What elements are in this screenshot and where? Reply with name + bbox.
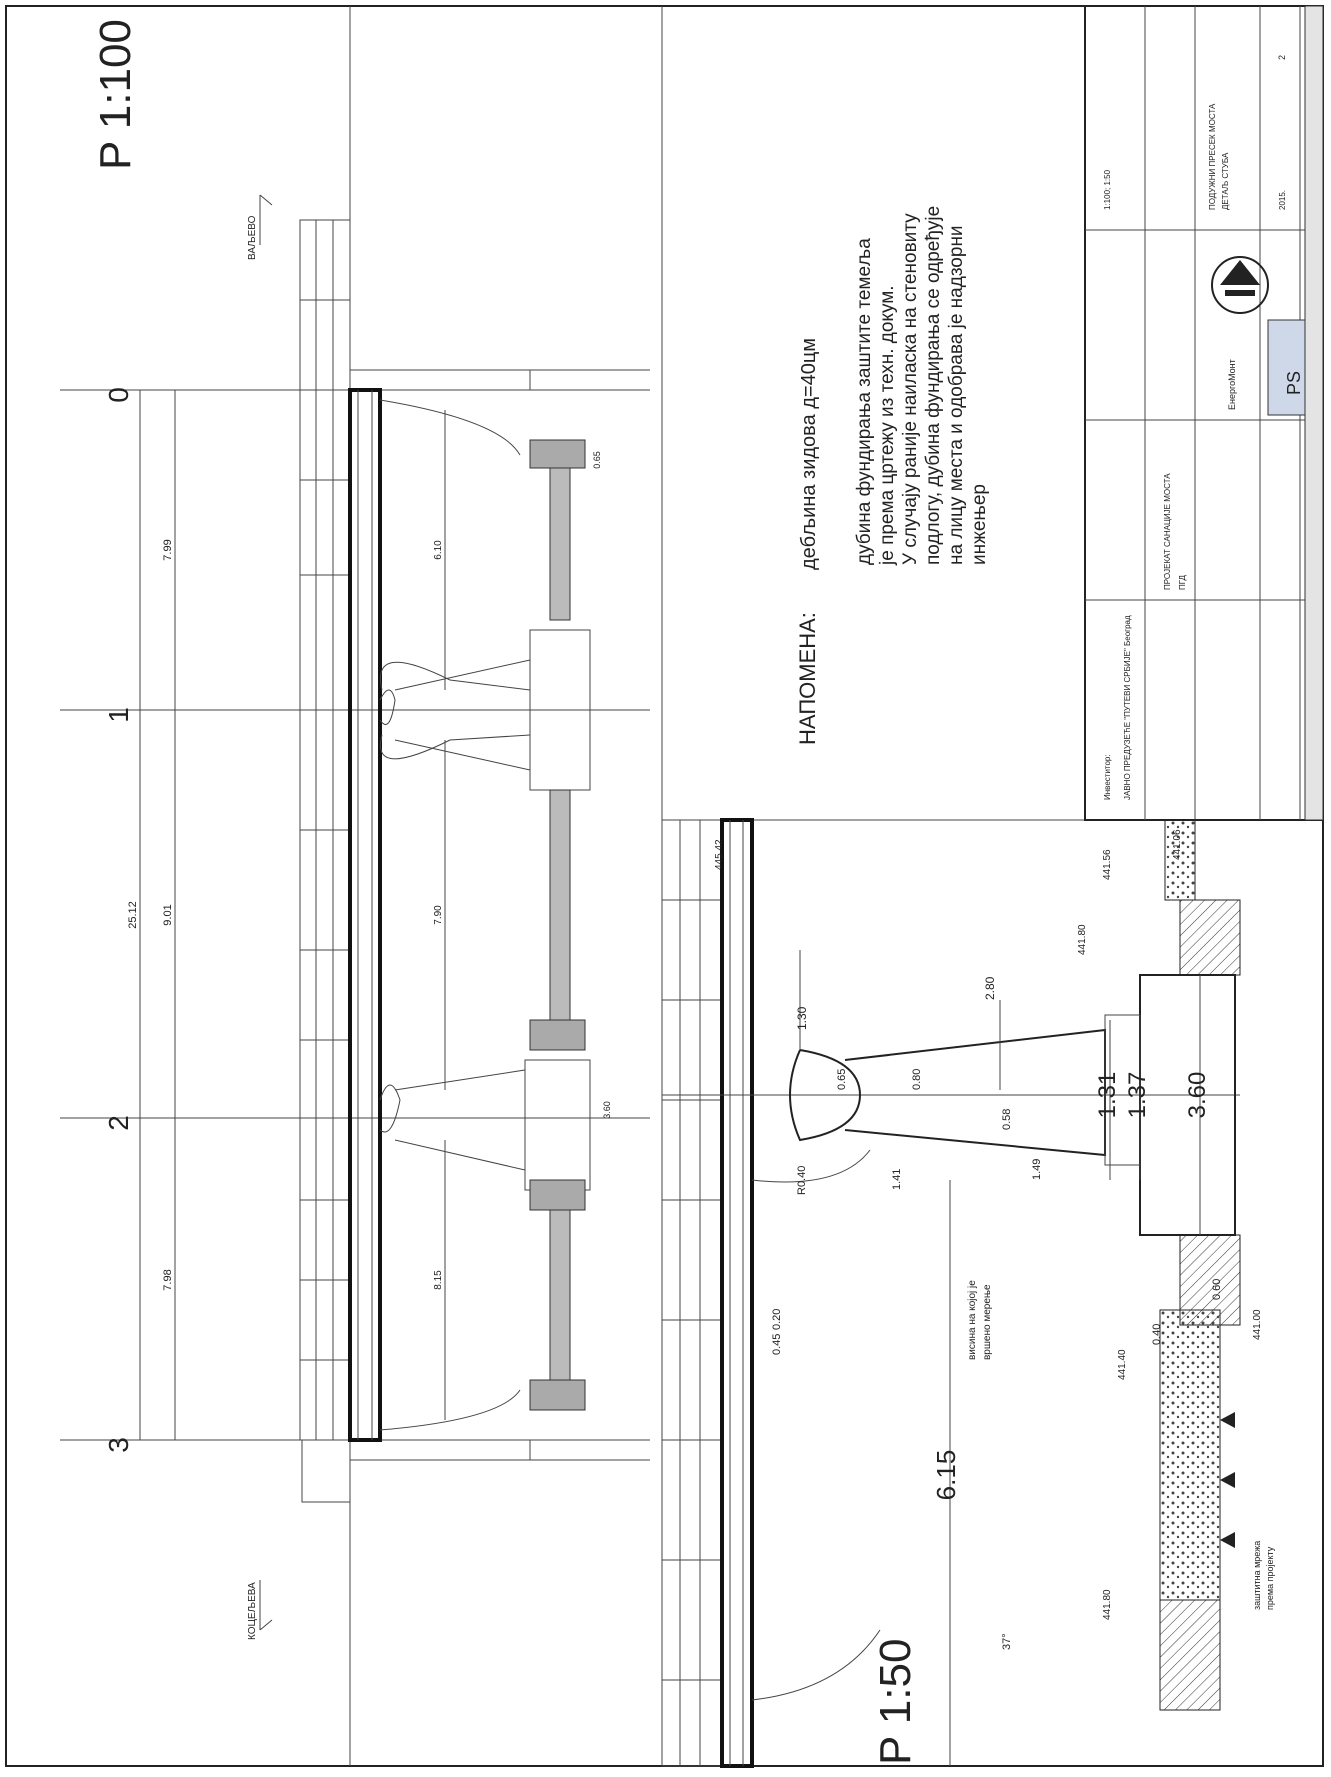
dim-side-b: 3.60 bbox=[602, 1101, 612, 1119]
level-l4: 441.40 bbox=[1117, 1349, 1128, 1380]
gravel-bed bbox=[1159, 1309, 1221, 1601]
direction-downstream: КОЦЕЉЕВА bbox=[247, 1582, 258, 1640]
company-logo bbox=[1211, 256, 1269, 314]
level-l3: 441.06 bbox=[1172, 829, 1183, 860]
dim-060: 0.60 bbox=[1211, 1279, 1223, 1300]
main-section: P 1:100 0 1 2 3 25.12 7.99 9.01 7.98 bbox=[60, 19, 650, 1640]
pier-2 bbox=[394, 1069, 526, 1171]
dim-angle: 37° bbox=[1001, 1633, 1013, 1650]
level-markers bbox=[1220, 1412, 1235, 1548]
note-title: НАПОМЕНА: bbox=[795, 612, 820, 745]
dim-065: 0.65 bbox=[836, 1069, 848, 1090]
arch-curve-1 bbox=[379, 399, 521, 456]
detail-section: P 1:50 bbox=[661, 818, 1275, 1768]
note-line1: дебљина зидова д=40цм bbox=[798, 338, 820, 570]
scale-row: 1:100; 1:50 bbox=[1103, 169, 1112, 210]
dim-radius: R0.40 bbox=[796, 1166, 808, 1195]
dim-020: 0.20 bbox=[771, 1309, 783, 1330]
sheet-border bbox=[5, 5, 1324, 1767]
stamp-strip bbox=[1304, 5, 1324, 821]
dim-total: 25.12 bbox=[127, 901, 139, 929]
note-body-2: је према цртежу из техн. докум. bbox=[877, 285, 898, 566]
ps-logo-text: PS bbox=[1284, 371, 1304, 395]
dim-149: 1.49 bbox=[1031, 1159, 1043, 1180]
dim-058: 0.58 bbox=[1001, 1109, 1013, 1130]
note-body-6: инжењер bbox=[969, 484, 990, 565]
dim-615: 6.15 bbox=[931, 1450, 961, 1501]
bed-protection-2 bbox=[549, 789, 571, 1031]
railing-posts bbox=[300, 299, 350, 1361]
arch-curve-detail bbox=[751, 1629, 881, 1701]
abutment-3 bbox=[350, 1440, 531, 1461]
detail-deck bbox=[720, 818, 754, 1768]
end-block bbox=[301, 1439, 351, 1503]
hatched-wall-3 bbox=[1159, 1599, 1221, 1711]
title-block: Инвеститор: ЈАВНО ПРЕДУЗЕЋЕ "ПУТЕВИ СРБИ… bbox=[1084, 5, 1324, 821]
dim-141: 1.41 bbox=[891, 1169, 903, 1190]
measure-note-2: вршено мерење bbox=[982, 1284, 993, 1360]
sheet-subtitle: ДЕТАЉ СТУБА bbox=[1221, 152, 1230, 210]
dim-045: 0.45 bbox=[771, 1334, 783, 1355]
hatched-wall-1 bbox=[1179, 899, 1241, 976]
direction-upstream: ВАЉЕВО bbox=[247, 215, 258, 260]
dim-clear-c: 8.15 bbox=[433, 1270, 444, 1290]
dim-137: 1.37 bbox=[1124, 1072, 1151, 1119]
dim-360: 3.60 bbox=[1184, 1072, 1211, 1119]
date: 2015. bbox=[1278, 190, 1287, 210]
bed-protection-1 bbox=[549, 459, 571, 621]
detail-railing bbox=[661, 819, 723, 1767]
dim-span-23: 7.98 bbox=[162, 1269, 174, 1290]
measure-note-1: висина на којој је bbox=[967, 1280, 978, 1360]
dim-span-12: 9.01 bbox=[162, 904, 174, 925]
project-code: ПГД bbox=[1178, 574, 1187, 590]
note-body-3: У случају раније наиласка на стеновиту bbox=[900, 213, 921, 565]
level-l6: 441.00 bbox=[1252, 1309, 1263, 1340]
pier-body-detail bbox=[844, 1028, 1106, 1157]
arch-curve-3 bbox=[379, 1389, 521, 1431]
dim-131: 1.31 bbox=[1094, 1072, 1121, 1119]
axis-label-3: 3 bbox=[103, 1437, 134, 1453]
sheet-title: ПОДУЖНИ ПРЕСЕК МОСТА bbox=[1208, 103, 1217, 210]
dim-clear-a: 6.10 bbox=[433, 540, 444, 560]
note-body-5: на лицу места и одобрава је надзорни bbox=[946, 225, 967, 565]
level-top: 445.42 bbox=[714, 839, 725, 870]
note-block: НАПОМЕНА: дебљина зидова д=40цм дубина ф… bbox=[795, 206, 990, 745]
dim-clear-b: 7.90 bbox=[433, 905, 444, 925]
project-name: ПРОЈЕКАТ САНАЦИЈЕ МОСТА bbox=[1163, 473, 1172, 590]
dim-130: 1.30 bbox=[795, 1006, 809, 1030]
abutment-0 bbox=[350, 369, 531, 390]
deck-slab bbox=[348, 388, 382, 1442]
axis-label-2: 2 bbox=[103, 1115, 134, 1131]
designer-name: ЕнергоМонт bbox=[1227, 359, 1237, 410]
level-l2: 441.56 bbox=[1102, 849, 1113, 880]
client-name: ЈАВНО ПРЕДУЗЕЋЕ "ПУТЕВИ СРБИЈЕ" Београд bbox=[1123, 615, 1132, 800]
protection-note-2: према пројекту bbox=[1265, 1546, 1275, 1610]
note-body-1: дубина фундирања заштите темеља bbox=[854, 238, 875, 565]
axis-label-0: 0 bbox=[103, 387, 134, 403]
pier-2-head bbox=[379, 1084, 401, 1133]
level-l5: 441.80 bbox=[1102, 1589, 1113, 1620]
protection-note-1: заштитна мрежа bbox=[1252, 1541, 1262, 1610]
pier-head-detail bbox=[789, 1049, 862, 1142]
pier-1 bbox=[394, 659, 531, 771]
detail-scale-label: P 1:50 bbox=[871, 1639, 920, 1765]
level-l1: 441.80 bbox=[1077, 924, 1088, 955]
dim-side-a: 0.65 bbox=[592, 451, 602, 469]
axis-label-1: 1 bbox=[103, 707, 134, 723]
sheet-number: 2 bbox=[1277, 55, 1287, 60]
pier-2-footing bbox=[524, 1059, 591, 1191]
dim-040: 0.40 bbox=[1151, 1324, 1163, 1345]
main-scale-label: P 1:100 bbox=[91, 19, 140, 170]
bed-protection-3 bbox=[549, 1199, 571, 1381]
note-body-4: подлогу, дубина фундирања се одређује bbox=[923, 206, 944, 565]
dim-280: 2.80 bbox=[983, 976, 997, 1000]
dim-080: 0.80 bbox=[911, 1069, 923, 1090]
dim-span-01: 7.99 bbox=[162, 539, 174, 560]
client-label: Инвеститор: bbox=[1103, 754, 1112, 800]
